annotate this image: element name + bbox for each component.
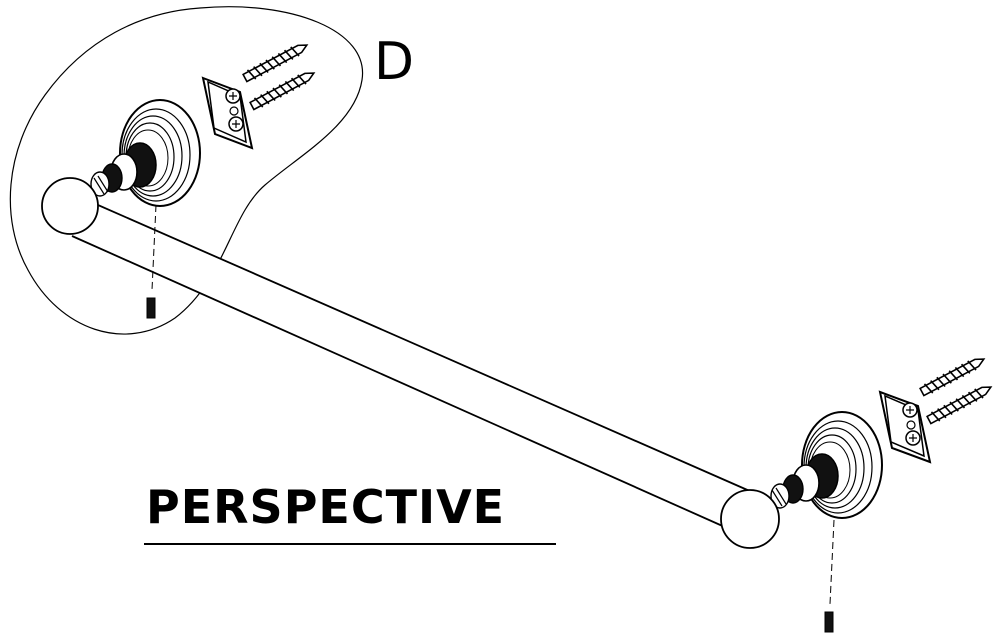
left-mounting-post [90, 99, 201, 207]
left-mounting-bracket [201, 76, 254, 150]
right-end-cap [720, 489, 780, 549]
right-mounting-post [770, 411, 883, 519]
detail-callout-label: D [374, 32, 415, 92]
right-set-screw [824, 519, 835, 633]
towel-bar-rod [71, 197, 753, 533]
view-title-underline [144, 543, 556, 545]
detail-d-outline [9, 6, 364, 335]
left-set-screw [146, 204, 157, 319]
left-end-cap [41, 177, 99, 235]
right-mounting-bracket [878, 390, 932, 464]
view-title: PERSPECTIVE [146, 480, 506, 534]
